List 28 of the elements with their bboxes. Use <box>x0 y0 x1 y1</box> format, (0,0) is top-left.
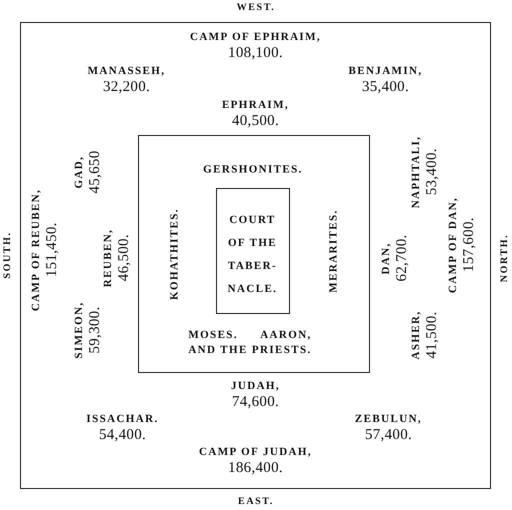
tribe-label: MANASSEH, 32,200. <box>88 64 166 96</box>
tribe-label: NAPHTALI, 53,400. <box>408 135 440 208</box>
camp-label: CAMP OF JUDAH, 186,400. <box>199 444 312 476</box>
compass-direction-label: EAST. <box>238 496 274 508</box>
camp-label: CAMP OF REUBEN, 151,450. <box>28 188 60 311</box>
tribe-label: ISSACHAR. 54,400. <box>86 412 159 444</box>
camp-label: CAMP OF DAN, 157,600. <box>446 196 478 293</box>
camp-enclosure <box>20 22 491 489</box>
tribe-label: ASHER, 41,500. <box>408 310 440 360</box>
tribe-label: REUBEN, 46,500. <box>100 228 132 287</box>
tribe-label: GAD, 45,650 <box>72 150 104 194</box>
clan-label: GERSHONITES. <box>203 162 303 178</box>
priests-label: MOSES. AARON, AND THE PRIESTS. <box>188 328 312 358</box>
compass-direction-label: NORTH. <box>499 234 511 282</box>
compass-direction-label: SOUTH. <box>2 231 14 279</box>
clan-label: MERARITES. <box>326 209 340 293</box>
court-label: COURT OF THE TABER- NACLE. <box>228 212 278 296</box>
inner-camp-enclosure <box>138 134 370 372</box>
tribe-label: EPHRAIM, 40,500. <box>222 98 290 130</box>
compass-direction-label: WEST. <box>236 2 276 14</box>
tabernacle-court-box <box>216 188 290 314</box>
tribe-label: SIMEON, 59,300. <box>72 300 104 358</box>
tribe-label: ZEBULUN, 57,400. <box>354 412 422 444</box>
tribe-label: BENJAMIN, 35,400. <box>348 64 423 96</box>
tribe-label: DAN, 62,700. <box>378 234 410 282</box>
tribe-label: JUDAH, 74,600. <box>230 378 280 410</box>
camp-label: CAMP OF EPHRAIM, 108,100. <box>190 30 322 62</box>
clan-label: KOHATHITES. <box>168 208 182 300</box>
